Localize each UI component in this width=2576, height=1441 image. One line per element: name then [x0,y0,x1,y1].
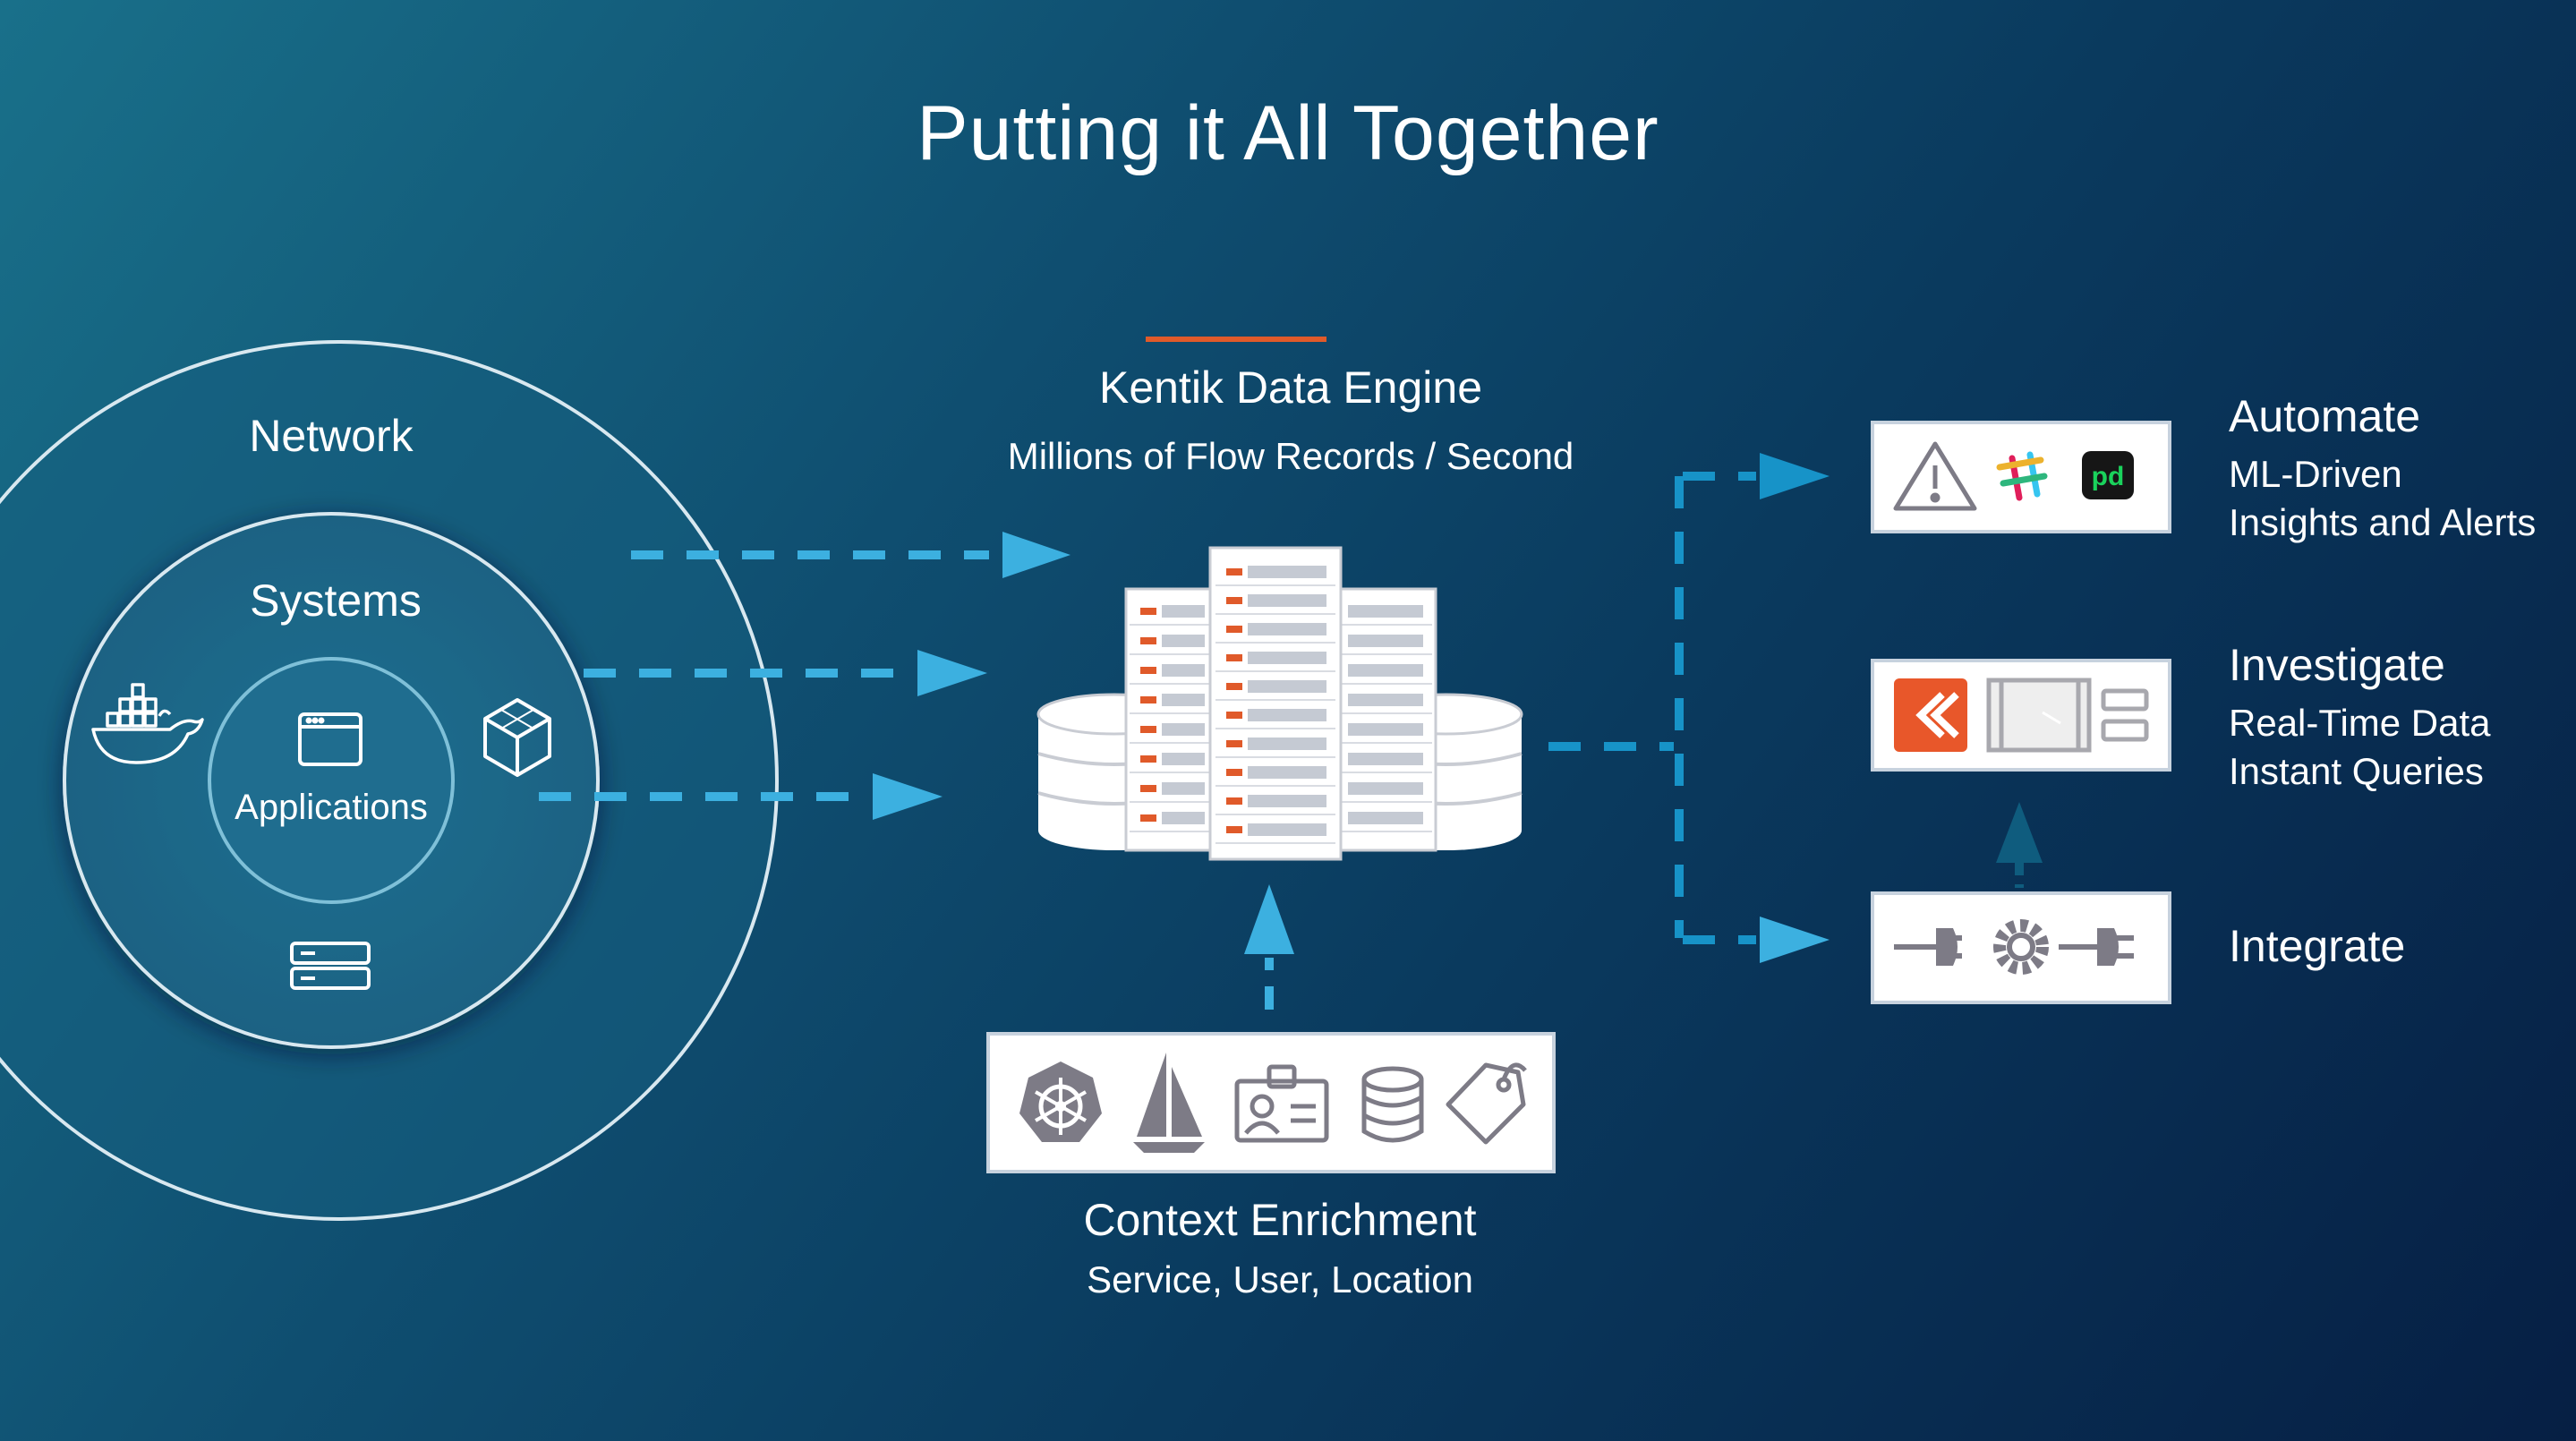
page-title: Putting it All Together [917,90,1659,176]
rack-slot [1348,635,1423,647]
arrow-integrate-to-investigate [1996,802,2043,888]
svg-text:pd: pd [2092,462,2125,491]
server-icon [290,942,371,990]
rack-indicator-light [1226,654,1242,661]
rack-slot [1162,812,1205,824]
tag-icon [1446,1062,1527,1145]
rack-indicator-light [1226,597,1242,604]
integrate-label: Integrate [2229,921,2406,971]
rack-slot [1248,738,1326,750]
rack-slot [1248,566,1326,578]
rack-indicator-light [1140,637,1156,644]
kentik-logo-icon [1894,678,1967,752]
rack-slot [1162,635,1205,647]
id-badge-icon [1234,1064,1329,1143]
network-label: Network [249,411,414,461]
rack-slot [1348,694,1423,706]
automate-label: Automate [2229,391,2421,441]
plug-gear-icon [1894,919,2134,975]
rack-slot [1162,694,1205,706]
engine-name: Kentik Data Engine [1098,362,1483,413]
rack-slot [1248,680,1326,693]
cube-icon [483,698,551,777]
rack-indicator-light [1226,797,1242,805]
rack-slot [1248,623,1326,635]
rack-slot [1248,709,1326,721]
arrow-to-integrate [1760,917,1830,963]
rack-slot [1162,664,1205,677]
rack-slot [1348,723,1423,736]
rack-slot [1348,782,1423,795]
rack-indicator-light [1140,755,1156,763]
automate-line-2: Insights and Alerts [2229,501,2537,543]
arrow-network-to-engine [631,532,1070,578]
server-rack-left-icon [1124,587,1219,852]
engine-subtitle: Millions of Flow Records / Second [1007,435,1574,477]
docker-whale-icon [91,683,204,764]
rack-indicator-light [1140,785,1156,792]
systems-label: Systems [250,576,422,626]
dashboard-icon [1986,678,2149,753]
pagerduty-icon: pd [2082,451,2134,499]
engine-accent-line [1146,337,1326,342]
rack-slot [1348,605,1423,618]
rack-indicator-light [1226,626,1242,633]
rack-indicator-light [1226,683,1242,690]
arrow-applications-to-engine [539,773,943,820]
rack-slot [1248,594,1326,607]
rack-slot [1348,664,1423,677]
warning-icon [1893,441,1977,511]
applications-circle [208,657,455,904]
server-rack-right-icon [1334,587,1437,852]
rack-slot [1248,823,1326,836]
rack-indicator-light [1140,667,1156,674]
enrichment-subtitle: Service, User, Location [1087,1258,1473,1300]
applications-label: Applications [235,788,428,827]
slack-icon [1996,451,2048,501]
rack-indicator-light [1140,608,1156,615]
arrow-enrichment-to-engine [1244,884,1294,1010]
rack-indicator-light [1226,740,1242,747]
server-rack-center-icon [1208,546,1343,861]
rack-slot [1248,652,1326,664]
rack-slot [1248,795,1326,807]
rack-indicator-light [1226,769,1242,776]
database-icon [1361,1066,1424,1143]
connector-engine-to-outputs [1548,472,1756,944]
rack-slot [1162,723,1205,736]
investigate-line-1: Real-Time Data [2229,702,2491,744]
rack-slot [1348,753,1423,765]
rack-indicator-light [1140,696,1156,703]
rack-indicator-light [1226,826,1242,833]
rack-indicator-light [1226,568,1242,576]
investigate-label: Investigate [2229,640,2445,690]
rack-slot [1162,782,1205,795]
enrichment-name: Context Enrichment [1083,1195,1477,1245]
automate-line-1: ML-Driven [2229,453,2402,495]
browser-window-icon [298,712,363,766]
investigate-line-2: Instant Queries [2229,750,2484,792]
rack-indicator-light [1140,726,1156,733]
sailboat-icon [1133,1053,1205,1153]
arrow-to-automate [1760,453,1830,499]
arrow-systems-to-engine [584,650,987,696]
rack-indicator-light [1140,814,1156,822]
rack-indicator-light [1226,712,1242,719]
rack-slot [1162,753,1205,765]
rack-slot [1162,605,1205,618]
rack-slot [1348,812,1423,824]
rack-slot [1248,766,1326,779]
kubernetes-icon [1019,1062,1102,1142]
